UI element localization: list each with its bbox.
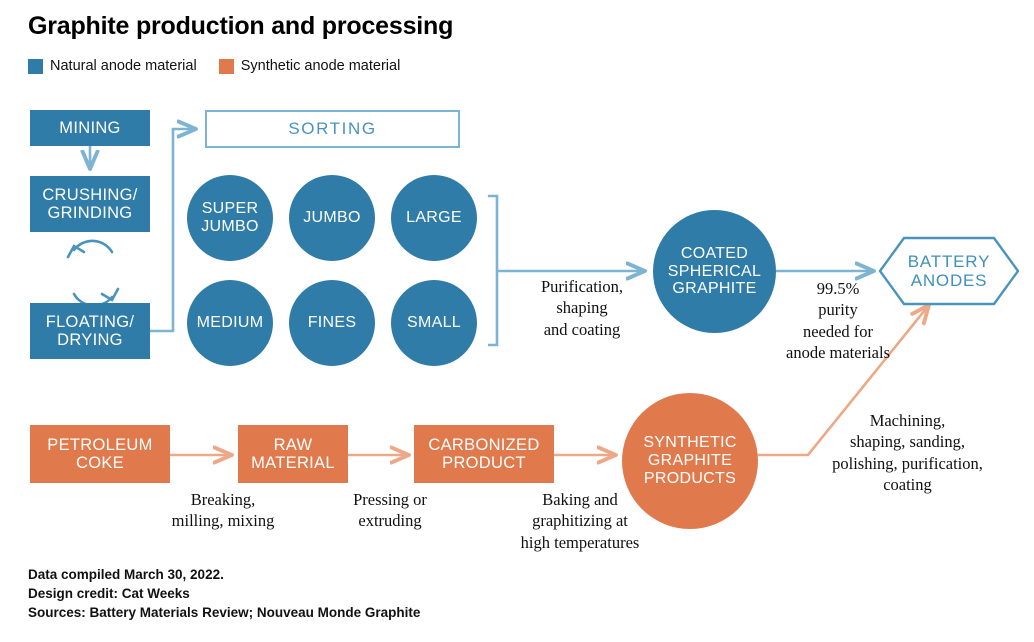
node-coated-spherical-graphite[interactable]: COATED SPHERICAL GRAPHITE — [653, 210, 776, 333]
node-sorting-label: SORTING — [288, 119, 377, 139]
node-floating-drying[interactable]: FLOATING/ DRYING — [30, 303, 150, 359]
node-battery-anodes[interactable]: BATTERY ANODES — [878, 236, 1020, 306]
node-super-jumbo-label: SUPER JUMBO — [201, 200, 259, 235]
node-carbonized-product-label: CARBONIZED PRODUCT — [428, 435, 540, 472]
node-large-label: LARGE — [406, 209, 462, 227]
node-small-label: SMALL — [407, 314, 461, 332]
node-raw-material-label: RAW MATERIAL — [251, 435, 335, 472]
node-synthetic-graphite-products-label: SYNTHETIC GRAPHITE PRODUCTS — [643, 434, 737, 487]
annotation-baking-graphitizing: Baking and graphitizing at high temperat… — [520, 490, 640, 552]
legend-item-synthetic: Synthetic anode material — [218, 58, 401, 74]
node-fines-label: FINES — [307, 314, 357, 332]
node-mining-label: MINING — [59, 118, 121, 137]
node-synthetic-graphite-products[interactable]: SYNTHETIC GRAPHITE PRODUCTS — [622, 393, 758, 529]
node-mining[interactable]: MINING — [30, 110, 150, 146]
annotation-pressing-extruding: Pressing or extruding — [353, 490, 427, 531]
legend-item-natural: Natural anode material — [28, 58, 197, 74]
node-crushing-grinding[interactable]: CRUSHING/ GRINDING — [30, 176, 150, 232]
annotation-breaking-milling-mixing: Breaking, milling, mixing — [171, 490, 275, 531]
legend-label-synthetic: Synthetic anode material — [240, 58, 401, 74]
node-super-jumbo[interactable]: SUPER JUMBO — [187, 175, 273, 261]
node-jumbo-label: JUMBO — [303, 209, 361, 227]
node-large[interactable]: LARGE — [391, 175, 477, 261]
node-medium[interactable]: MEDIUM — [187, 280, 273, 366]
annotation-machining-finishing: Machining, shaping, sanding, polishing, … — [832, 411, 983, 495]
node-crushing-grinding-label: CRUSHING/ GRINDING — [42, 185, 138, 222]
node-carbonized-product[interactable]: CARBONIZED PRODUCT — [414, 425, 554, 483]
legend-swatch-icon-natural — [28, 58, 43, 74]
node-raw-material[interactable]: RAW MATERIAL — [238, 425, 348, 483]
annotation-purification-shaping-coating: Purification, shaping and coating — [540, 277, 624, 339]
node-small[interactable]: SMALL — [391, 280, 477, 366]
page-title: Graphite production and processing — [28, 12, 454, 40]
node-floating-drying-label: FLOATING/ DRYING — [45, 312, 135, 349]
node-medium-label: MEDIUM — [196, 314, 264, 332]
legend: Natural anode material Synthetic anode m… — [28, 58, 400, 74]
node-petroleum-coke[interactable]: PETROLEUM COKE — [30, 425, 170, 483]
hexagon-outline-icon — [878, 236, 1020, 306]
footer-line-date: Data compiled March 30, 2022. — [28, 567, 224, 582]
footer-line-sources: Sources: Battery Materials Review; Nouve… — [28, 605, 421, 621]
node-fines[interactable]: FINES — [289, 280, 375, 366]
legend-label-natural: Natural anode material — [50, 58, 197, 74]
recycle-loop-icon — [66, 239, 120, 307]
node-jumbo[interactable]: JUMBO — [289, 175, 375, 261]
footer-line-credit: Design credit: Cat Weeks — [28, 586, 190, 602]
annotation-purity-requirement: 99.5% purity needed for anode materials — [786, 279, 890, 363]
footer: Data compiled March 30, 2022. Design cre… — [28, 565, 420, 622]
node-battery-anodes-label: BATTERY ANODES — [907, 251, 991, 290]
node-petroleum-coke-label: PETROLEUM COKE — [47, 435, 153, 472]
node-sorting[interactable]: SORTING — [205, 110, 460, 148]
node-coated-spherical-graphite-label: COATED SPHERICAL GRAPHITE — [667, 244, 762, 298]
legend-swatch-icon-synthetic — [218, 58, 234, 74]
